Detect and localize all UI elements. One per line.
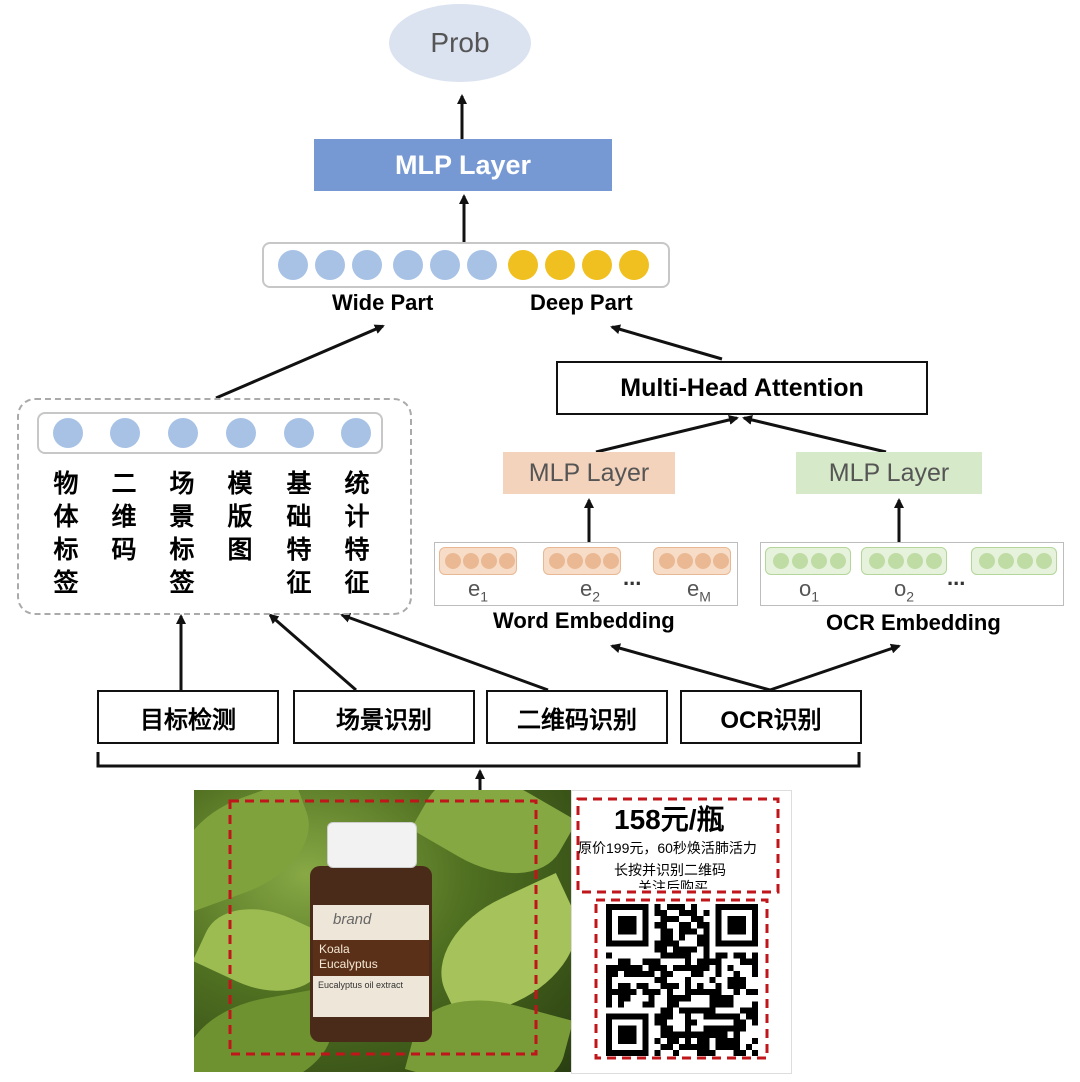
ocr-embedding-vector [765,547,851,575]
wide-dot [467,250,497,280]
o1-label: o1 [799,576,820,605]
feature-scene-tags: 场 景 标 签 [169,470,195,597]
deep-part-label: Deep Part [530,290,633,315]
word-embedding-vector [543,547,621,575]
arrow-ocr-to-ocremb [769,643,901,692]
word-embedding-vector [439,547,517,575]
ocr-recognition-box: OCR识别 [680,690,862,744]
e2-label: e2 [580,576,601,605]
ocr-embedding-frame: o1 o2 ... [760,542,1064,606]
feature-qr-code: 二 维 码 [111,470,137,564]
arrow-mha-to-deep [610,324,723,361]
e1-label: e1 [468,576,489,605]
wide-feature-dot [341,418,371,448]
feature-basic: 基 础 特 征 [286,470,312,597]
em-label: eM [687,576,711,605]
word-ellipsis: ... [623,565,642,590]
ocr-ellipsis: ... [947,565,966,590]
arrow-wide-to-bar [215,324,385,400]
qr-code [606,904,758,1056]
ocr-embedding-label: OCR Embedding [826,610,1001,635]
wide-feature-dot [53,418,83,448]
deep-dot [619,250,649,280]
wide-part-label: Wide Part [332,290,434,315]
object-detection-box: 目标检测 [97,690,279,744]
feature-template: 模 版 图 [227,470,253,564]
scene-recognition-box: 场景识别 [293,690,475,744]
arrow-mlpword-to-mha [595,415,739,454]
bottle-cap [327,822,417,868]
wide-dot [315,250,345,280]
qr-highlight-box [594,898,769,1060]
ad-line-3: 关注后购买 [638,879,708,889]
wide-dot [393,250,423,280]
word-embedding-vector [653,547,731,575]
mlp-layer-word: MLP Layer [503,452,675,494]
wide-features-group [17,398,412,615]
mlp-layer-top: MLP Layer [314,139,612,191]
word-embedding-label: Word Embedding [493,608,675,633]
ad-price: 158元/瓶 [614,804,725,835]
wide-feature-dot [168,418,198,448]
combined-feature-bar [262,242,670,288]
feature-object-tags: 物 体 标 签 [53,470,79,597]
deep-dot [582,250,612,280]
wide-dot [352,250,382,280]
prob-node: Prob [389,4,531,82]
multi-head-attention-node: Multi-Head Attention [556,361,928,415]
product-photo: brand Koala Eucalyptus Eucalyptus oil ex… [194,790,571,1072]
brace [96,752,861,768]
o2-label: o2 [894,576,915,605]
mlp-layer-ocr: MLP Layer [796,452,982,494]
ad-line-2: 长按并识别二维码 [614,862,726,878]
arrow-qr-to-wide [340,613,549,692]
product-highlight-box [228,799,538,1056]
qr-recognition-box: 二维码识别 [486,690,668,744]
text-highlight-box [576,797,780,894]
arrow-ocr-to-wordemb [610,643,771,692]
deep-dot [545,250,575,280]
wide-feature-dot [284,418,314,448]
wide-features-bar [37,412,383,454]
wide-feature-dot [110,418,140,448]
wide-feature-dot [226,418,256,448]
deep-dot [508,250,538,280]
feature-statistical: 统 计 特 征 [344,470,370,597]
arrow-scene-to-wide [268,613,357,692]
wide-dot [278,250,308,280]
wide-dot [430,250,460,280]
ad-line-1: 原价199元，60秒焕活肺活力 [578,840,757,856]
arrow-mlpocr-to-mha [742,415,887,454]
word-embedding-frame: e1 e2 ... eM [434,542,738,606]
ocr-embedding-vector [971,547,1057,575]
ocr-embedding-vector [861,547,947,575]
